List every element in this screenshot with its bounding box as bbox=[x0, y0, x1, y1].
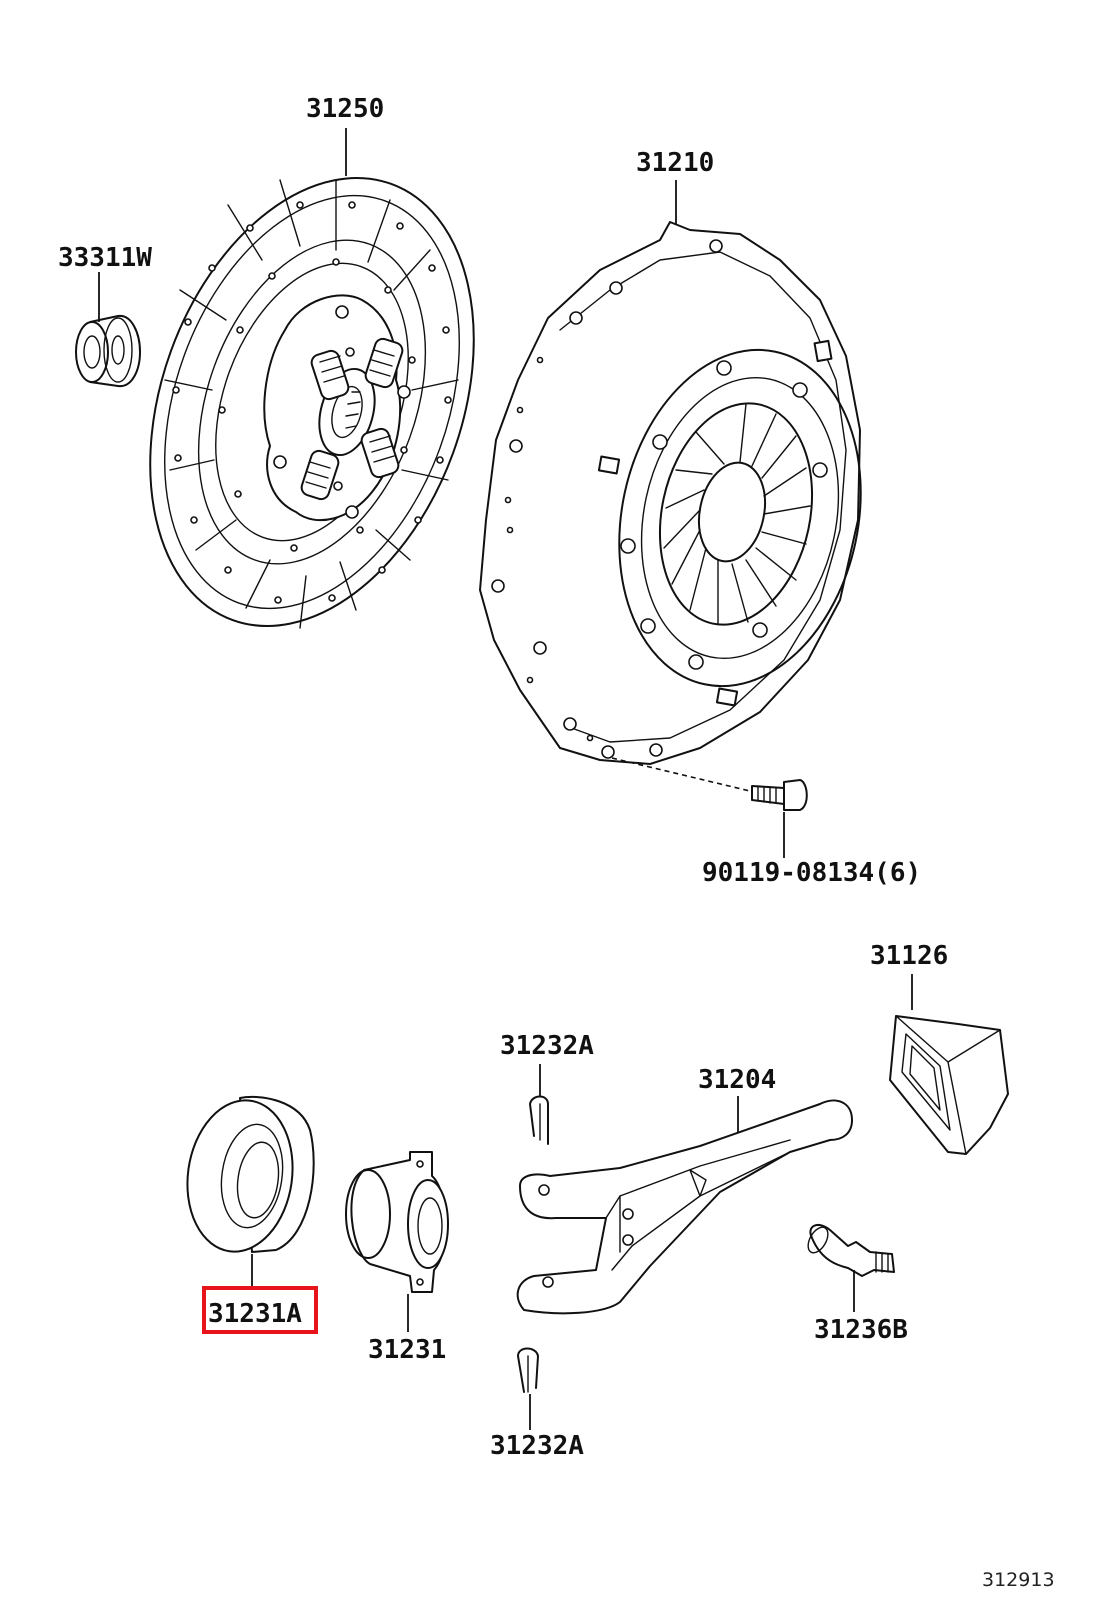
label-33311W[interactable]: 33311W bbox=[58, 243, 152, 273]
bolt-dashed-leader bbox=[611, 757, 755, 793]
clip-bottom[interactable] bbox=[517, 1347, 539, 1393]
clip-top[interactable] bbox=[529, 1095, 549, 1145]
pilot-bearing[interactable] bbox=[75, 314, 141, 388]
clutch-cover-assembly[interactable] bbox=[479, 221, 891, 765]
highlight-box-31231A bbox=[202, 1286, 318, 1334]
boot[interactable] bbox=[889, 1015, 1009, 1155]
release-bearing[interactable] bbox=[178, 1094, 315, 1259]
bearing-hub[interactable] bbox=[345, 1151, 449, 1293]
label-31236B[interactable]: 31236B bbox=[814, 1315, 908, 1345]
label-31204[interactable]: 31204 bbox=[698, 1065, 776, 1095]
release-fork[interactable] bbox=[516, 1099, 853, 1315]
label-31232A-top[interactable]: 31232A bbox=[500, 1031, 594, 1061]
clutch-disc[interactable] bbox=[92, 133, 533, 672]
label-31231[interactable]: 31231 bbox=[368, 1335, 446, 1365]
label-31250[interactable]: 31250 bbox=[306, 94, 384, 124]
cover-bolt[interactable] bbox=[751, 779, 808, 811]
label-31126[interactable]: 31126 bbox=[870, 941, 948, 971]
diagram-id: 312913 bbox=[982, 1569, 1055, 1591]
label-90119-08134[interactable]: 90119-08134(6) bbox=[702, 858, 921, 888]
label-31210[interactable]: 31210 bbox=[636, 148, 714, 178]
pivot-stud[interactable] bbox=[804, 1223, 895, 1277]
label-31232A-bottom[interactable]: 31232A bbox=[490, 1431, 584, 1461]
label-31231A[interactable]: 31231A bbox=[208, 1299, 302, 1329]
